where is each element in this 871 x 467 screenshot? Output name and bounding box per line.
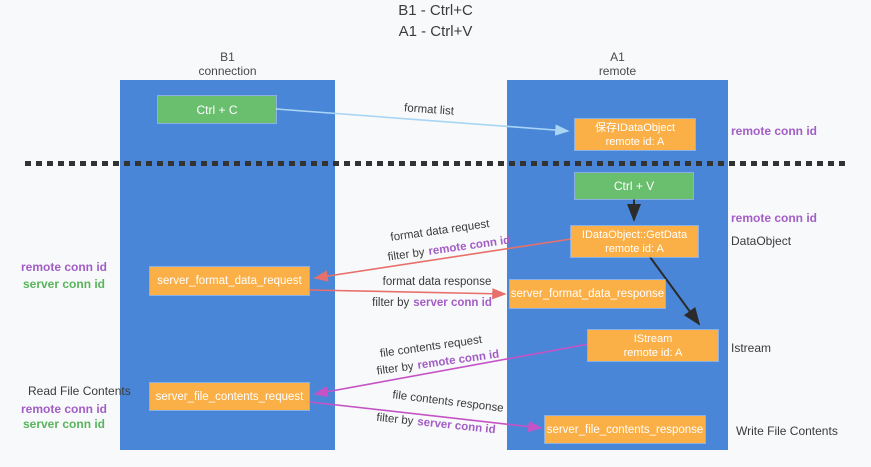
node-istream: IStream remote id: A bbox=[588, 330, 718, 361]
filter-prefix: filter by bbox=[375, 411, 414, 428]
filter-key-server-conn-id: server conn id bbox=[416, 416, 497, 437]
label-server-conn-id-left1: server conn id bbox=[22, 277, 106, 291]
node-ctrl-v-label: Ctrl + V bbox=[613, 179, 655, 193]
diagram-title: B1 - Ctrl+C A1 - Ctrl+V bbox=[0, 0, 871, 42]
node-server-file-contents-request-label: server_file_contents_request bbox=[155, 390, 304, 403]
node-server-format-data-response-label: server_format_data_response bbox=[510, 288, 665, 300]
diagram-title-line2: A1 - Ctrl+V bbox=[398, 23, 473, 40]
lane-b1-header: B1 connection bbox=[120, 50, 335, 78]
lane-b1-name: B1 bbox=[220, 50, 235, 64]
node-idataobject-getdata-line1: IDataObject::GetData bbox=[581, 228, 688, 241]
label-dataobject: DataObject bbox=[731, 234, 792, 248]
session-divider bbox=[25, 161, 848, 166]
label-read-file-contents: Read File Contents bbox=[28, 384, 131, 398]
format-data-response-arrow bbox=[309, 288, 507, 300]
lane-a1-role: remote bbox=[598, 64, 637, 78]
node-idataobject-getdata-line2: remote id: A bbox=[605, 242, 664, 255]
label-server-conn-id-left2: server conn id bbox=[22, 417, 106, 431]
node-server-file-contents-response-label: server_file_contents_response bbox=[546, 423, 704, 436]
node-server-format-data-response: server_format_data_response bbox=[510, 280, 665, 308]
label-remote-conn-id-left1: remote conn id bbox=[20, 260, 107, 274]
label-remote-conn-id-top: remote conn id bbox=[731, 124, 818, 138]
node-ctrl-c: Ctrl + C bbox=[158, 96, 276, 123]
diagram-title-line1: B1 - Ctrl+C bbox=[398, 2, 473, 19]
filter-key-server-conn-id: server conn id bbox=[413, 297, 492, 309]
node-server-format-data-request: server_format_data_request bbox=[150, 267, 309, 295]
label-remote-conn-id-left2: remote conn id bbox=[20, 402, 107, 416]
node-ctrl-v: Ctrl + V bbox=[575, 173, 693, 199]
label-format-list: format list bbox=[403, 102, 455, 118]
node-server-format-data-request-label: server_format_data_request bbox=[157, 275, 302, 287]
lane-b1-role: connection bbox=[198, 64, 257, 78]
node-server-file-contents-request: server_file_contents_request bbox=[150, 383, 309, 410]
node-ctrl-c-label: Ctrl + C bbox=[196, 102, 238, 117]
filter-prefix: filter by bbox=[372, 297, 410, 309]
node-server-file-contents-response: server_file_contents_response bbox=[545, 416, 705, 443]
filter-prefix: filter by bbox=[387, 246, 426, 264]
label-remote-conn-id-mid: remote conn id bbox=[731, 211, 818, 225]
lane-a1-header: A1 remote bbox=[507, 50, 728, 78]
label-istream: Istream bbox=[731, 341, 772, 355]
node-istream-line1: IStream bbox=[633, 332, 673, 345]
node-idataobject-getdata: IDataObject::GetData remote id: A bbox=[571, 226, 698, 257]
node-save-idataobject-line2: remote id: A bbox=[605, 135, 665, 148]
label-write-file-contents: Write File Contents bbox=[736, 424, 838, 438]
node-istream-line2: remote id: A bbox=[623, 346, 683, 359]
node-save-idataobject-line1: 保存IDataObject bbox=[594, 121, 676, 134]
lane-a1-name: A1 bbox=[610, 50, 625, 64]
node-save-idataobject: 保存IDataObject remote id: A bbox=[575, 119, 695, 150]
filter-key-remote-conn-id: remote conn id bbox=[427, 234, 511, 258]
label-file-contents-response: file contents response bbox=[391, 389, 505, 415]
filter-prefix: filter by bbox=[376, 360, 415, 378]
label-format-data-response: format data response bbox=[382, 276, 492, 288]
